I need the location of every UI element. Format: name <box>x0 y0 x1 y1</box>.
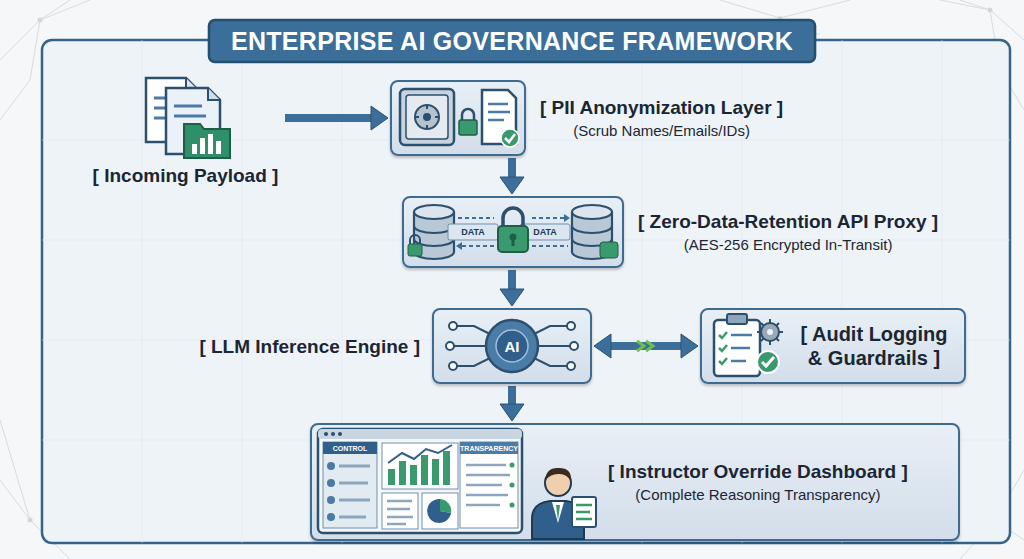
payload-node: [ Incoming Payload ] <box>88 72 283 187</box>
text-group: [ LLM Inference Engine ] <box>199 335 420 358</box>
node-heading: [ Incoming Payload ] <box>93 164 279 187</box>
screen-header: CONTROL <box>333 445 368 452</box>
proxy-box: [ Zero-Data-Retention API Proxy ](AES-25… <box>402 196 624 268</box>
flow-arrow <box>500 158 524 194</box>
dashboard-icon <box>310 423 600 541</box>
node-heading: [ Instructor Override Dashboard ] <box>608 460 908 483</box>
node-heading: [ Zero-Data-Retention API Proxy ] <box>638 210 938 233</box>
screen-header: TRANSPARENCY <box>460 445 518 452</box>
data-tag: DATA <box>461 227 485 237</box>
node-subtext: (AES-256 Encrypted In-Transit) <box>638 235 938 255</box>
node-heading: [ Audit Logging & Guardrails ] <box>794 322 954 370</box>
payload-icon <box>88 72 283 162</box>
flow-arrow <box>500 270 524 306</box>
node-subtext: (Complete Reasoning Transparency) <box>608 485 908 505</box>
node-heading: [ PII Anonymization Layer ] <box>540 96 783 119</box>
title-text: ENTERPRISE AI GOVERNANCE FRAMEWORK <box>231 27 793 56</box>
text-group: [ Audit Logging & Guardrails ] <box>794 322 954 370</box>
text-group: [ Incoming Payload ] <box>93 164 279 187</box>
node-subtext: (Scrub Names/Emails/IDs) <box>540 121 783 141</box>
node-heading: [ LLM Inference Engine ] <box>199 335 420 358</box>
text-group: [ Zero-Data-Retention API Proxy ](AES-25… <box>638 210 938 255</box>
flow-arrow <box>594 334 698 358</box>
text-group: [ Instructor Override Dashboard ](Comple… <box>608 460 908 505</box>
audit-box: [ Audit Logging & Guardrails ] <box>700 308 966 384</box>
ai-badge: AI <box>505 338 520 355</box>
flow-arrow <box>285 106 388 130</box>
safe-icon <box>390 80 526 156</box>
data-tag: DATA <box>533 227 557 237</box>
pii-layer-box: [ PII Anonymization Layer ](Scrub Names/… <box>390 80 526 156</box>
flow-arrow <box>500 386 524 421</box>
text-group: [ PII Anonymization Layer ](Scrub Names/… <box>540 96 783 141</box>
audit-icon <box>700 308 960 384</box>
dashboard-box: [ Instructor Override Dashboard ](Comple… <box>310 423 960 541</box>
proxy-icon <box>402 196 624 268</box>
